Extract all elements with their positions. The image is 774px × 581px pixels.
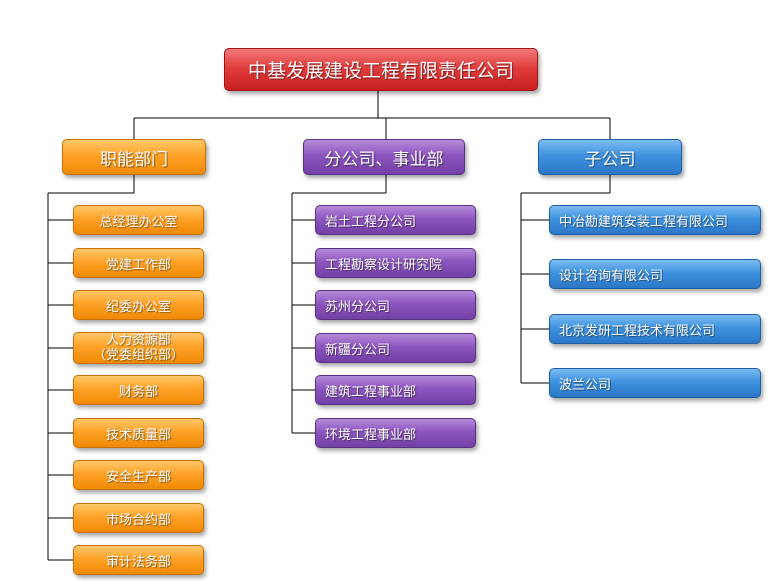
dept-box: 党建工作部 (73, 248, 204, 278)
category-label: 子公司 (584, 149, 636, 170)
dept-label: 党建工作部 (105, 257, 171, 273)
dept-label: 财务部 (118, 384, 158, 400)
category-functional-departments: 职能部门 (62, 139, 206, 175)
subsidiary-box: 设计咨询有限公司 (549, 259, 761, 289)
category-label: 分公司、事业部 (324, 149, 444, 170)
branch-label: 新疆分公司 (325, 342, 391, 358)
dept-box: 市场合约部 (73, 503, 204, 533)
category-label: 职能部门 (100, 149, 168, 170)
branch-label: 工程勘察设计研究院 (325, 257, 443, 273)
dept-box: 纪委办公室 (73, 290, 204, 320)
branch-label: 苏州分公司 (325, 299, 391, 315)
dept-box: 总经理办公室 (73, 205, 204, 235)
branch-label: 岩土工程分公司 (325, 214, 417, 230)
dept-label: 市场合约部 (105, 512, 171, 528)
branch-box: 新疆分公司 (315, 333, 476, 363)
branch-box: 苏州分公司 (315, 290, 476, 320)
dept-box: 审计法务部 (73, 545, 204, 575)
dept-label: 技术质量部 (105, 427, 171, 443)
branch-label: 环境工程事业部 (325, 427, 417, 443)
root-company-label: 中基发展建设工程有限责任公司 (247, 60, 514, 82)
branch-box: 环境工程事业部 (315, 418, 476, 448)
subsidiary-box: 波兰公司 (549, 368, 761, 398)
root-company-box: 中基发展建设工程有限责任公司 (224, 48, 538, 91)
dept-box: 财务部 (73, 375, 204, 405)
branch-box: 工程勘察设计研究院 (315, 248, 476, 278)
dept-box: 技术质量部 (73, 418, 204, 448)
dept-box: 安全生产部 (73, 460, 204, 490)
subsidiary-label: 设计咨询有限公司 (559, 268, 664, 284)
subsidiary-box: 中冶勘建筑安装工程有限公司 (549, 205, 761, 235)
dept-box-hr: 人力资源部 （党委组织部） (73, 332, 204, 364)
subsidiary-box: 北京发研工程技术有限公司 (549, 314, 761, 344)
dept-label-line1: 人力资源部 (105, 333, 171, 348)
dept-label: 总经理办公室 (99, 214, 178, 230)
subsidiary-label: 北京发研工程技术有限公司 (559, 323, 716, 339)
dept-label: 纪委办公室 (105, 299, 171, 315)
dept-label: 安全生产部 (105, 469, 171, 485)
category-branches-divisions: 分公司、事业部 (303, 139, 465, 175)
category-subsidiaries: 子公司 (538, 139, 682, 175)
subsidiary-label: 波兰公司 (559, 377, 612, 393)
dept-label-line2: （党委组织部） (92, 348, 184, 363)
branch-label: 建筑工程事业部 (325, 384, 417, 400)
branch-box: 建筑工程事业部 (315, 375, 476, 405)
subsidiary-label: 中冶勘建筑安装工程有限公司 (559, 214, 729, 230)
branch-box: 岩土工程分公司 (315, 205, 476, 235)
dept-label: 审计法务部 (105, 554, 171, 570)
